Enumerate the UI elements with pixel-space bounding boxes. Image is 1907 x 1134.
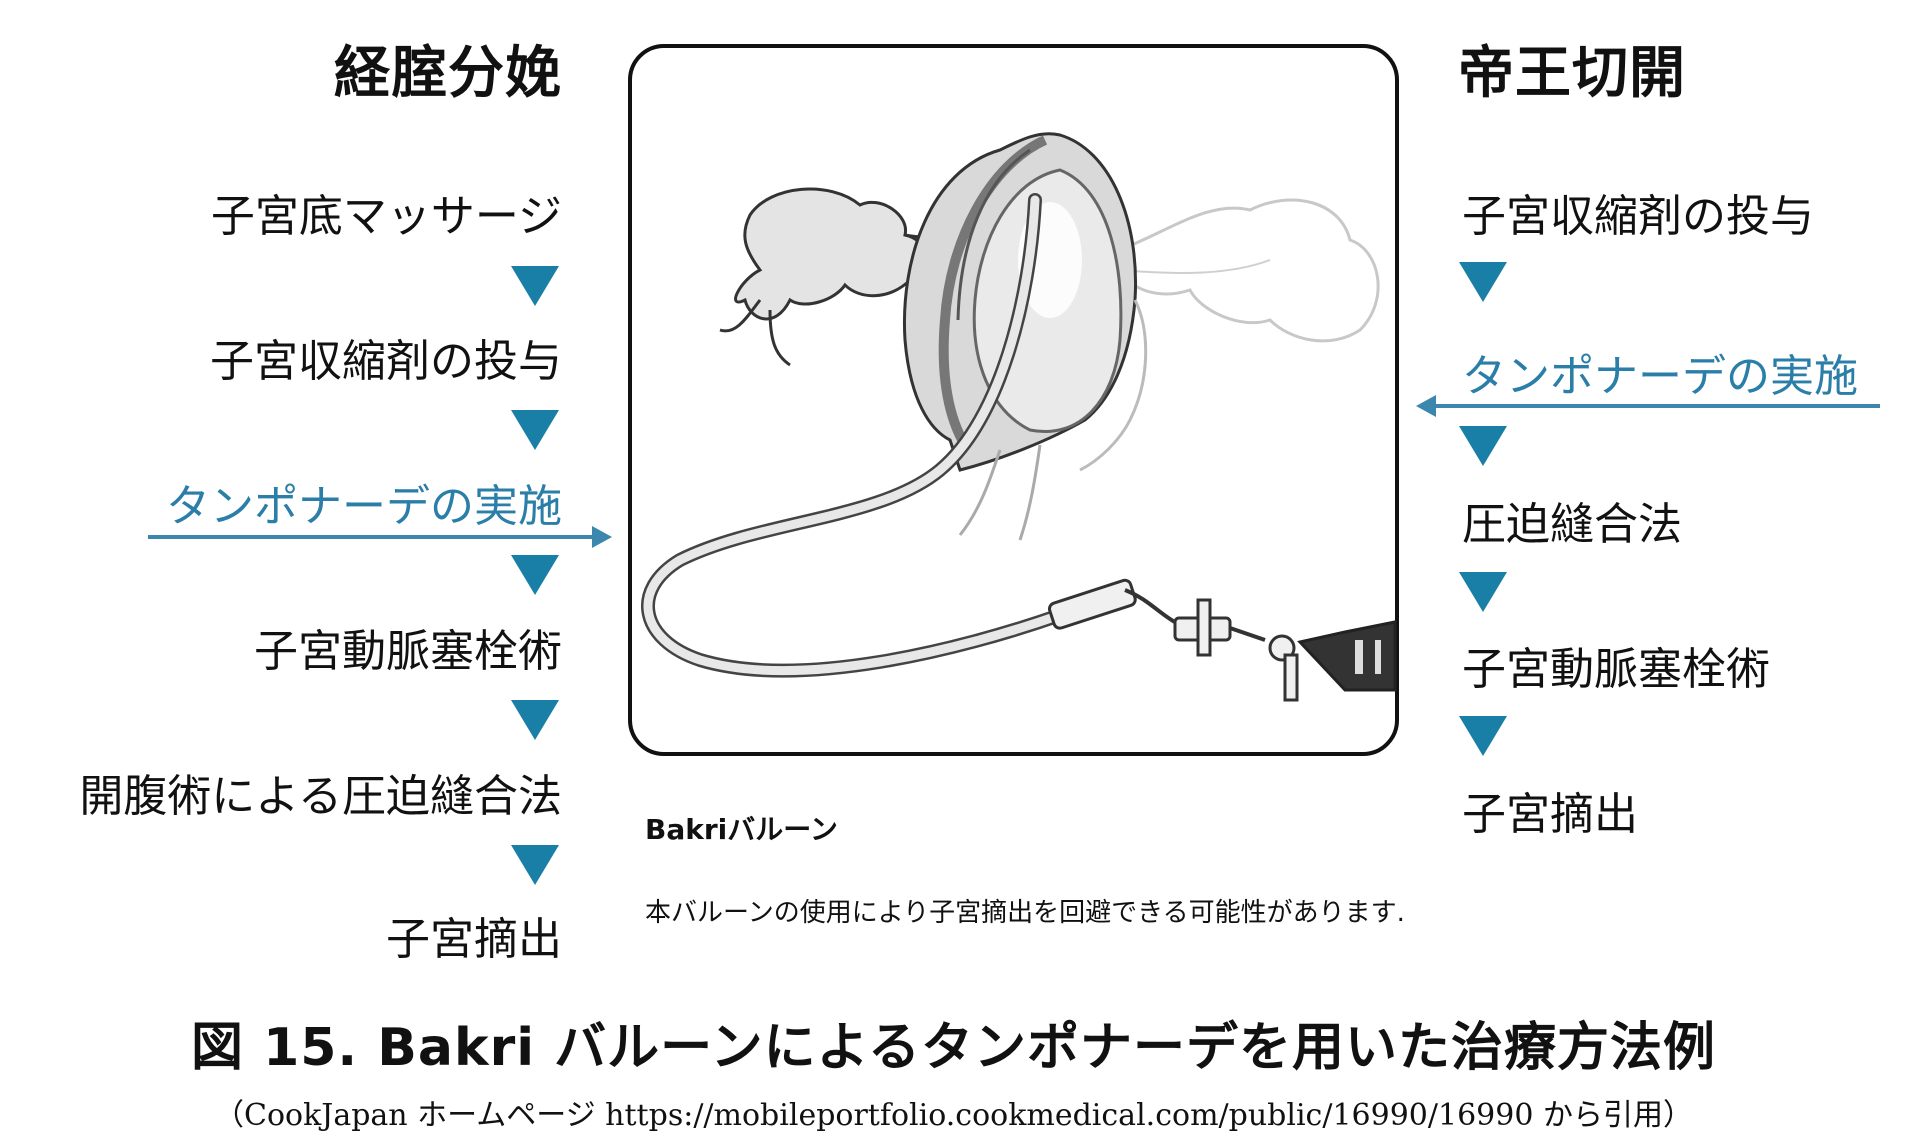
uterus-with-balloon-drawing <box>641 132 1397 702</box>
right-down-triangle-2 <box>1459 426 1507 466</box>
left-step-5: 開腹術による圧迫縫合法 <box>79 771 562 822</box>
left-step-2: 子宮収縮剤の投与 <box>210 336 562 387</box>
illustration-caption-body: 本バルーンの使用により子宮摘出を回避できる可能性があります. <box>645 898 1405 928</box>
right-down-triangle-3 <box>1459 572 1507 612</box>
left-step-4: 子宮動脈塞栓術 <box>254 626 562 677</box>
left-down-triangle-3 <box>511 555 559 595</box>
right-step-3: 圧迫縫合法 <box>1462 499 1682 550</box>
right-step-2-highlight: タンポナーデの実施 <box>1462 351 1858 402</box>
right-arrow-to-illustration <box>1416 395 1880 417</box>
illustration-caption-title: Bakriバルーン <box>645 813 838 846</box>
right-step-4: 子宮動脈塞栓術 <box>1462 644 1770 695</box>
left-down-triangle-5 <box>511 845 559 885</box>
left-column-heading: 経腟分娩 <box>334 41 562 106</box>
left-down-triangle-2 <box>511 410 559 450</box>
left-step-6: 子宮摘出 <box>386 914 562 965</box>
left-step-1: 子宮底マッサージ <box>210 191 562 242</box>
figure-source-citation: （CookJapan ホームページ https://mobileportfoli… <box>214 1098 1693 1133</box>
figure-title: 図 15. Bakri バルーンによるタンポナーデを用いた治療方法例 <box>190 1018 1717 1078</box>
right-step-5: 子宮摘出 <box>1462 789 1638 840</box>
left-arrow-to-illustration <box>148 526 612 548</box>
right-down-triangle-1 <box>1459 262 1507 302</box>
left-down-triangle-4 <box>511 700 559 740</box>
right-step-1: 子宮収縮剤の投与 <box>1462 191 1814 242</box>
left-down-triangle-1 <box>511 266 559 306</box>
left-step-3-highlight: タンポナーデの実施 <box>166 481 562 532</box>
right-down-triangle-4 <box>1459 716 1507 756</box>
right-column-heading: 帝王切開 <box>1458 41 1686 106</box>
